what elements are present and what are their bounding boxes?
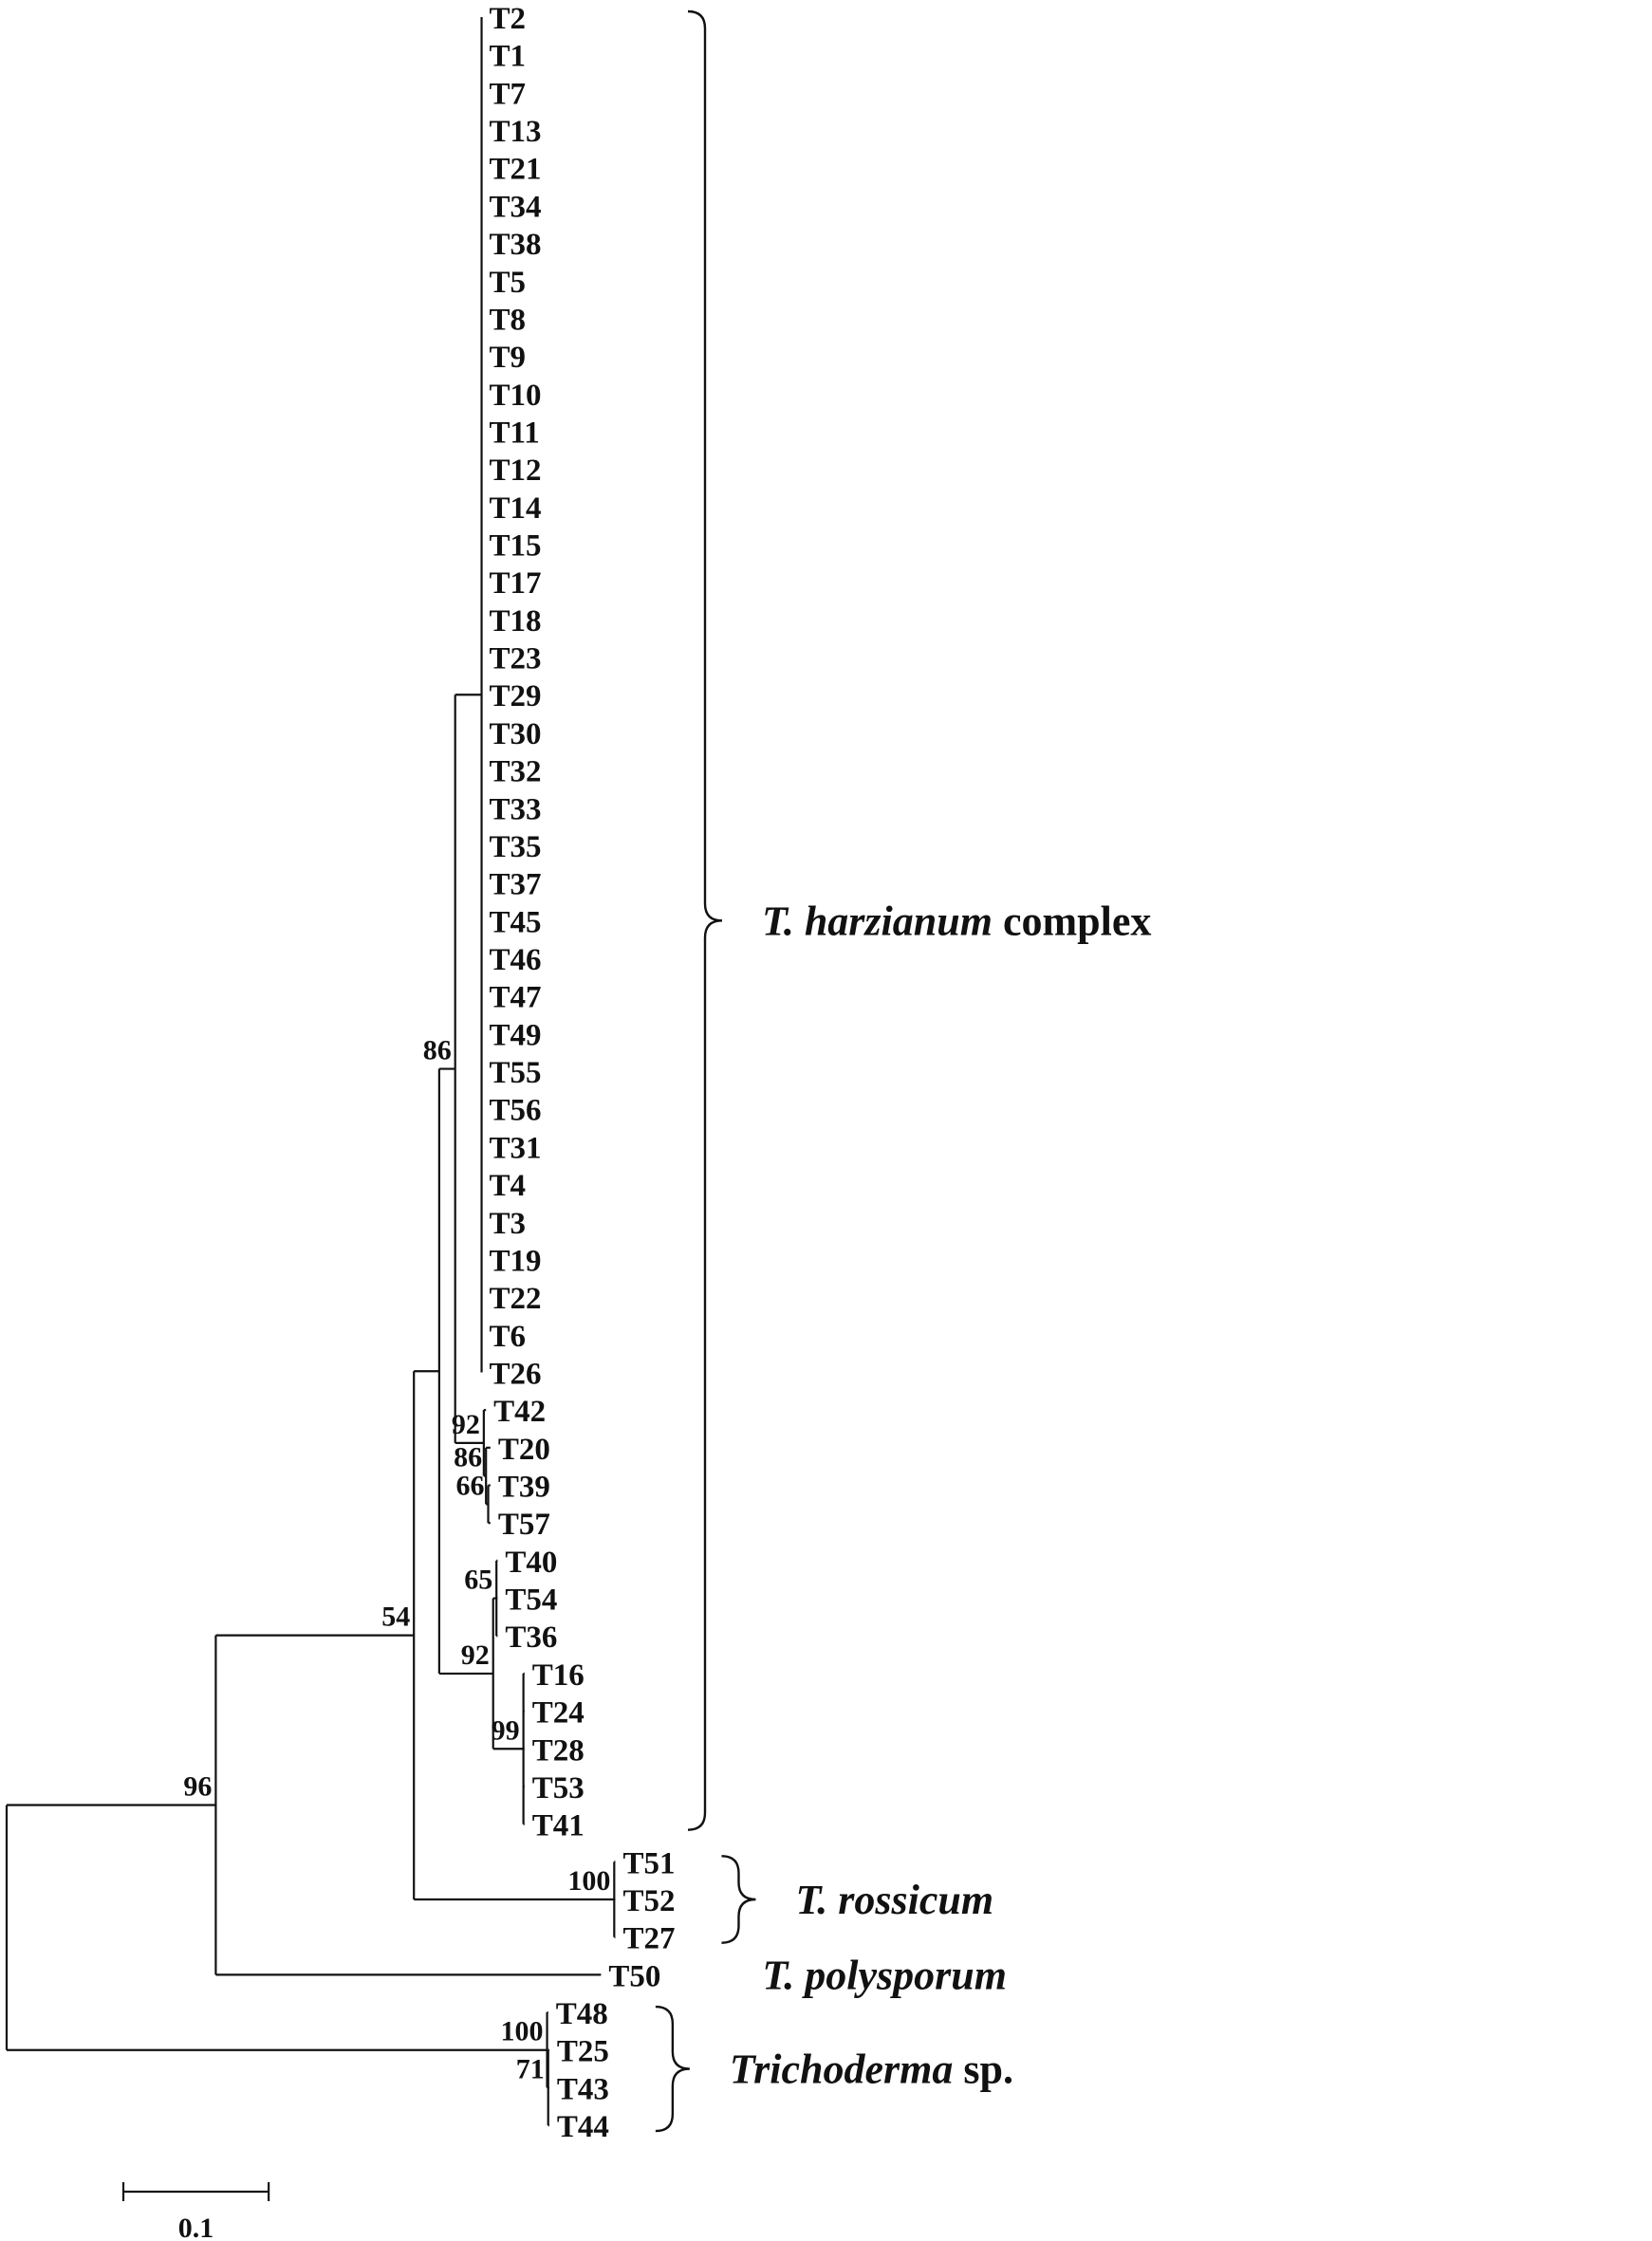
leaf-label-T51: T51 [622, 1846, 675, 1880]
leaf-label-T52: T52 [622, 1884, 675, 1918]
leaf-label-T40: T40 [505, 1546, 557, 1580]
leaf-label-T6: T6 [490, 1320, 527, 1354]
leaf-label-T17: T17 [490, 566, 542, 601]
leaf-label-T42: T42 [493, 1395, 546, 1429]
clade-genus: T. rossicum [795, 1877, 993, 1923]
leaf-label-T15: T15 [490, 529, 542, 564]
clade-brace [687, 9, 723, 1831]
leaf-label-T37: T37 [490, 868, 542, 902]
leaf-label-T35: T35 [490, 830, 542, 864]
leaf-label-T8: T8 [490, 303, 527, 337]
leaf-label-T20: T20 [498, 1433, 550, 1467]
leaf-label-T45: T45 [490, 905, 542, 939]
leaf-label-T23: T23 [490, 642, 542, 676]
leaf-label-T44: T44 [557, 2110, 609, 2144]
leaf-label-T29: T29 [490, 679, 542, 713]
leaf-label-T2: T2 [490, 2, 527, 36]
leaf-label-T28: T28 [532, 1733, 585, 1768]
leaf-label-T39: T39 [498, 1471, 550, 1505]
bootstrap-value: 65 [464, 1565, 492, 1596]
leaf-label-T24: T24 [532, 1696, 585, 1731]
clade-genus: Trichoderma [730, 2047, 953, 2093]
bootstrap-value: 92 [452, 1409, 480, 1440]
leaf-label-T30: T30 [490, 717, 542, 751]
leaf-label-T13: T13 [490, 115, 542, 149]
leaf-label-T54: T54 [505, 1584, 557, 1618]
clade-braces: T. harzianum complex T. rossicum T. polysp… [655, 9, 1151, 2133]
bootstrap-value: 66 [456, 1470, 485, 1501]
leaf-label-T50: T50 [608, 1959, 660, 1993]
leaf-label-T19: T19 [490, 1244, 542, 1278]
leaf-label-T26: T26 [490, 1357, 542, 1391]
leaf-label-T7: T7 [490, 77, 527, 111]
leaf-label-T41: T41 [532, 1809, 585, 1843]
leaf-label-T38: T38 [490, 228, 542, 262]
leaf-label-T53: T53 [532, 1771, 585, 1806]
bootstrap-value: 100 [501, 2016, 544, 2047]
leaf-label-T31: T31 [490, 1131, 542, 1165]
leaf-label-T34: T34 [490, 190, 542, 224]
leaf-label-T56: T56 [490, 1094, 542, 1128]
leaf-label-T55: T55 [490, 1056, 542, 1090]
leaf-label-T9: T9 [490, 341, 527, 375]
bootstrap-value: 100 [567, 1865, 610, 1897]
clade-genus: T. harzianum [762, 898, 993, 944]
leaf-label-T32: T32 [490, 755, 542, 789]
clade-brace [655, 2005, 690, 2133]
leaf-label-T43: T43 [557, 2072, 609, 2106]
bootstrap-value: 96 [183, 1770, 212, 1802]
leaf-label-T14: T14 [490, 491, 542, 526]
leaf-label-T57: T57 [498, 1508, 550, 1542]
tree-branches [5, 17, 616, 2127]
leaf-label-T49: T49 [490, 1018, 542, 1052]
clade-brace [721, 1855, 756, 1944]
leaf-label-T4: T4 [490, 1169, 527, 1203]
leaf-label-T11: T11 [490, 416, 540, 450]
clade-suffix: complex [993, 898, 1151, 944]
leaf-label-T12: T12 [490, 454, 542, 488]
bootstrap-value: 54 [381, 1602, 410, 1633]
leaf-label-T22: T22 [490, 1282, 542, 1316]
leaf-label-T21: T21 [490, 153, 542, 187]
leaf-label-T10: T10 [490, 379, 542, 413]
leaf-label-T18: T18 [490, 604, 542, 639]
leaf-label-T47: T47 [490, 981, 542, 1015]
leaf-labels: T2T1T7T13T21T34T38T5T8T9T10T11T12T14T15T… [490, 2, 676, 2144]
bootstrap-value: 86 [454, 1442, 482, 1473]
clade-suffix: sp. [953, 2047, 1013, 2093]
leaf-label-T1: T1 [490, 40, 527, 74]
clade-label: Trichoderma sp. [730, 2047, 1013, 2093]
clade-label: T. harzianum complex [762, 898, 1151, 944]
clade-genus: T. polysporum [762, 1952, 1007, 1998]
clade-label: T. polysporum [762, 1952, 1007, 1998]
scale-bar-label: 0.1 [178, 2213, 214, 2241]
leaf-label-T5: T5 [490, 266, 527, 300]
leaf-label-T36: T36 [505, 1621, 557, 1655]
leaf-label-T33: T33 [490, 792, 542, 826]
leaf-label-T48: T48 [556, 1997, 608, 2031]
clade-label: T. rossicum [795, 1877, 993, 1923]
bootstrap-value: 99 [492, 1714, 520, 1746]
scale-bar: 0.1 [121, 2182, 270, 2241]
leaf-label-T3: T3 [490, 1207, 527, 1241]
bootstrap-value: 86 [423, 1035, 452, 1066]
leaf-label-T25: T25 [557, 2035, 609, 2069]
leaf-label-T46: T46 [490, 943, 542, 977]
bootstrap-value: 71 [516, 2053, 545, 2084]
leaf-label-T16: T16 [532, 1658, 585, 1693]
bootstrap-value: 92 [461, 1639, 490, 1671]
leaf-label-T27: T27 [622, 1922, 675, 1956]
